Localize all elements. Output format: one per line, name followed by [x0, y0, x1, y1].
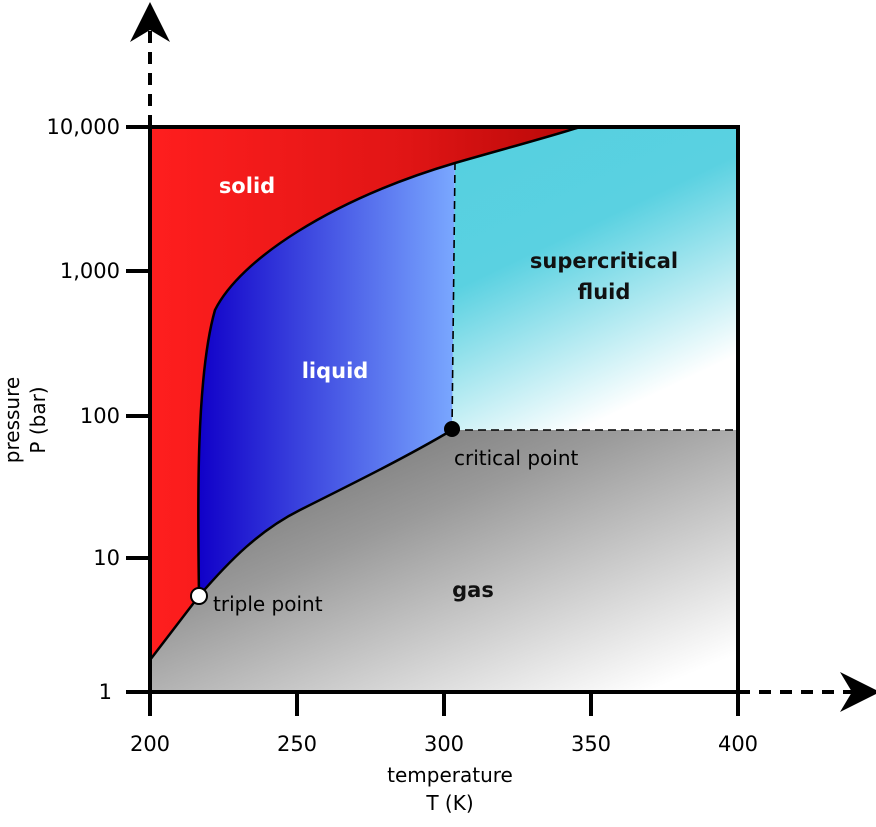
x-axis-unit: T (K): [425, 791, 473, 815]
triple-point-label: triple point: [213, 592, 323, 616]
supercritical-label: supercritical: [530, 249, 678, 273]
supercritical-label-2: fluid: [578, 280, 631, 304]
y-tick-label: 1: [99, 680, 112, 704]
gas-region: [150, 430, 738, 692]
x-tick-label: 200: [130, 732, 170, 756]
liquid-label: liquid: [302, 359, 369, 383]
x-axis-label: temperature: [387, 763, 513, 787]
y-tick-label: 100: [80, 404, 120, 428]
triple-point-marker: [190, 587, 208, 605]
x-tick-label: 400: [718, 732, 758, 756]
gas-label: gas: [452, 578, 494, 602]
x-tick-label: 350: [571, 732, 611, 756]
y-tick-label: 1,000: [60, 259, 120, 283]
y-tick-label: 10: [93, 546, 120, 570]
x-tick-label: 300: [424, 732, 464, 756]
vaporization-curve: [149, 428, 453, 661]
supercritical-region: [452, 127, 738, 430]
critical-point-marker: [444, 421, 460, 437]
x-tick-label: 250: [277, 732, 317, 756]
y-axis-label: pressure: [0, 377, 24, 463]
liquid-region: [198, 163, 455, 596]
critical-point-label: critical point: [454, 446, 579, 470]
y-tick-label: 10,000: [47, 115, 120, 139]
solid-label: solid: [219, 174, 275, 198]
y-axis-unit: P (bar): [26, 386, 50, 453]
critical-temperature-line: [451, 162, 456, 431]
y-tick-marks: [126, 125, 150, 694]
x-tick-marks: [148, 692, 740, 716]
melting-curve: [196, 125, 581, 597]
